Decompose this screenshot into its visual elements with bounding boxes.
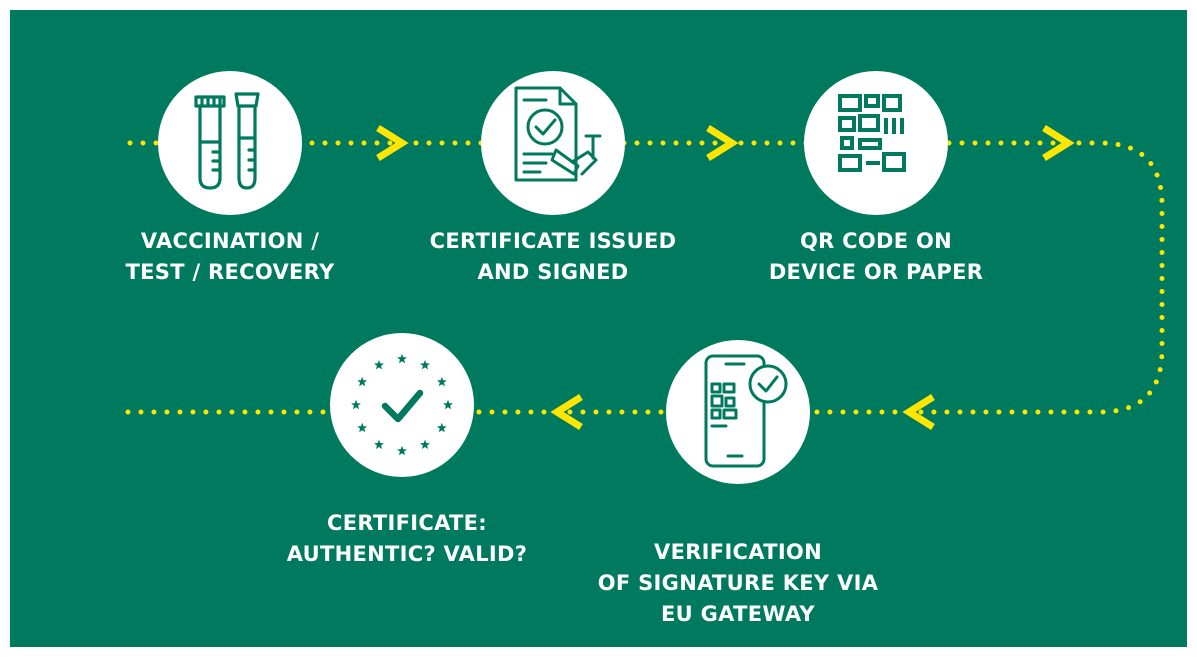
step-5-label: CERTIFICATE:AUTHENTIC? VALID? [286, 511, 528, 566]
chevron-left-icon [902, 394, 935, 430]
star-icon [374, 359, 384, 370]
chevron-left-icon [550, 394, 583, 430]
test-tubes-icon [194, 92, 260, 190]
star-icon [397, 445, 407, 456]
star-icon [357, 376, 368, 387]
chevron-right-icon [706, 125, 739, 161]
star-icon [436, 376, 447, 387]
signed-certificate-icon [514, 86, 602, 182]
star-icon [357, 422, 368, 433]
step-3-circle [804, 71, 948, 215]
chevron-right-icon [376, 125, 409, 161]
step-1-circle [158, 71, 302, 215]
star-icon [443, 399, 453, 410]
step-2-circle [481, 71, 625, 215]
phone-verification-icon [704, 354, 788, 468]
star-icon [351, 399, 361, 410]
star-icon [374, 439, 384, 450]
eu-stars-check-icon [351, 353, 453, 456]
star-icon [397, 353, 407, 364]
step-5-circle [330, 333, 474, 477]
chevron-right-icon [1042, 125, 1075, 161]
step-4-circle [666, 340, 810, 484]
star-icon [436, 422, 447, 433]
qr-code-icon [838, 94, 906, 172]
star-icon [420, 359, 430, 370]
star-icon [420, 439, 430, 450]
dotted-path-top [117, 140, 1165, 415]
step-1-label: VACCINATION /TEST / RECOVERY [125, 229, 335, 284]
